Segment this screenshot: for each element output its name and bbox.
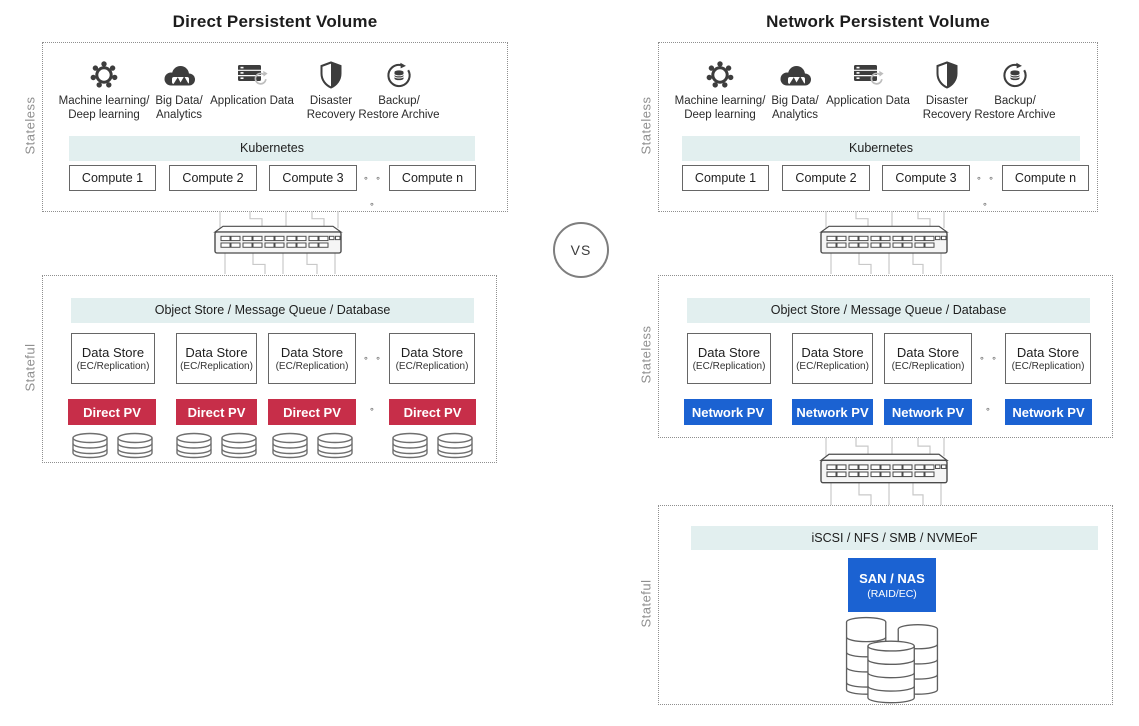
- network-pv-box: Network PV: [1005, 399, 1092, 425]
- data-store-node: Data Store(EC/Replication): [176, 333, 257, 384]
- compute-node: Compute 1: [682, 165, 769, 191]
- backup-restore-archive-icon: [965, 59, 1065, 91]
- left-stateless-label: Stateless: [22, 96, 38, 155]
- network-switch-icon: [214, 211, 342, 274]
- right-panel-title: Network Persistent Volume: [766, 12, 990, 31]
- workload-application-data: Application Data: [204, 59, 300, 109]
- network-switch-icon: [820, 438, 948, 505]
- disk-stack-icon: [845, 616, 939, 704]
- disk-icon: [72, 432, 108, 459]
- ellipsis-dots: ∘ ∘ ∘: [363, 173, 383, 209]
- right-stateless-middle-box: Object Store / Message Queue / Database …: [658, 275, 1113, 438]
- ellipsis-dots: ∘ ∘ ∘: [976, 173, 996, 209]
- left-stateless-box: Machine learning/Deep learning Big Data/…: [42, 42, 508, 212]
- kubernetes-bar: Kubernetes: [682, 136, 1080, 161]
- workload-label: Machine learning/Deep learning: [58, 95, 150, 121]
- disk-icon: [272, 432, 308, 459]
- compute-node: Compute 2: [782, 165, 870, 191]
- compute-node: Compute 2: [169, 165, 257, 191]
- compute-node: Compute 3: [269, 165, 357, 191]
- workload-label: Big Data/Analytics: [155, 95, 203, 121]
- compute-node: Compute n: [389, 165, 476, 191]
- right-stateless-top-label: Stateless: [638, 96, 654, 155]
- left-stateful-box: Object Store / Message Queue / Database …: [42, 275, 497, 463]
- left-panel-title: Direct Persistent Volume: [172, 12, 378, 31]
- data-store-node: Data Store(EC/Replication): [71, 333, 155, 384]
- workload-label: Backup/Restore Archive: [358, 95, 440, 121]
- object-store-bar: Object Store / Message Queue / Database: [71, 298, 474, 323]
- disk-icon: [221, 432, 257, 459]
- data-store-node: Data Store(EC/Replication): [884, 333, 972, 384]
- direct-pv-box: Direct PV: [268, 399, 356, 425]
- network-switch-icon: [820, 211, 948, 274]
- right-stateless-box: Machine learning/Deep learning Big Data/…: [658, 42, 1098, 212]
- disk-icon: [392, 432, 428, 459]
- object-store-bar: Object Store / Message Queue / Database: [687, 298, 1090, 323]
- kubernetes-bar: Kubernetes: [69, 136, 475, 161]
- data-store-node: Data Store(EC/Replication): [687, 333, 771, 384]
- ellipsis-dots: ∘ ∘ ∘: [363, 353, 383, 414]
- workload-label: Big Data/Analytics: [771, 95, 819, 121]
- application-data-icon: [820, 59, 916, 91]
- workload-big-data: Big Data/Analytics: [139, 59, 219, 123]
- compute-node: Compute 1: [69, 165, 156, 191]
- protocol-bar: iSCSI / NFS / SMB / NVMEoF: [691, 526, 1098, 550]
- direct-pv-box: Direct PV: [68, 399, 156, 425]
- data-store-node: Data Store(EC/Replication): [1005, 333, 1091, 384]
- right-stateful-box: iSCSI / NFS / SMB / NVMEoF SAN / NAS (RA…: [658, 505, 1113, 705]
- compute-node: Compute 3: [882, 165, 970, 191]
- workload-machine-learning: Machine learning/Deep learning: [667, 59, 773, 123]
- data-store-node: Data Store(EC/Replication): [792, 333, 873, 384]
- data-store-node: Data Store(EC/Replication): [389, 333, 475, 384]
- workload-label: Application Data: [210, 95, 294, 107]
- disk-icon: [437, 432, 473, 459]
- direct-pv-box: Direct PV: [389, 399, 476, 425]
- left-stateful-label: Stateful: [22, 343, 38, 392]
- right-stateless-middle-label: Stateless: [638, 325, 654, 384]
- workload-big-data: Big Data/Analytics: [755, 59, 835, 123]
- direct-pv-box: Direct PV: [176, 399, 257, 425]
- data-store-node: Data Store(EC/Replication): [268, 333, 356, 384]
- workload-label: Application Data: [826, 95, 910, 107]
- disk-icon: [117, 432, 153, 459]
- workload-machine-learning: Machine learning/Deep learning: [51, 59, 157, 123]
- workload-label: Machine learning/Deep learning: [674, 95, 766, 121]
- disk-icon: [176, 432, 212, 459]
- network-pv-box: Network PV: [884, 399, 972, 425]
- network-pv-box: Network PV: [792, 399, 873, 425]
- workload-label: Backup/Restore Archive: [974, 95, 1056, 121]
- right-stateful-label: Stateful: [638, 579, 654, 628]
- workload-backup-restore: Backup/Restore Archive: [349, 59, 449, 123]
- san-nas-box: SAN / NAS (RAID/EC): [848, 558, 936, 612]
- backup-restore-archive-icon: [349, 59, 449, 91]
- workload-backup-restore: Backup/Restore Archive: [965, 59, 1065, 123]
- disk-icon: [317, 432, 353, 459]
- application-data-icon: [204, 59, 300, 91]
- vs-badge: VS: [553, 222, 609, 278]
- network-pv-box: Network PV: [684, 399, 772, 425]
- ellipsis-dots: ∘ ∘ ∘: [979, 353, 999, 414]
- compute-node: Compute n: [1002, 165, 1089, 191]
- workload-application-data: Application Data: [820, 59, 916, 109]
